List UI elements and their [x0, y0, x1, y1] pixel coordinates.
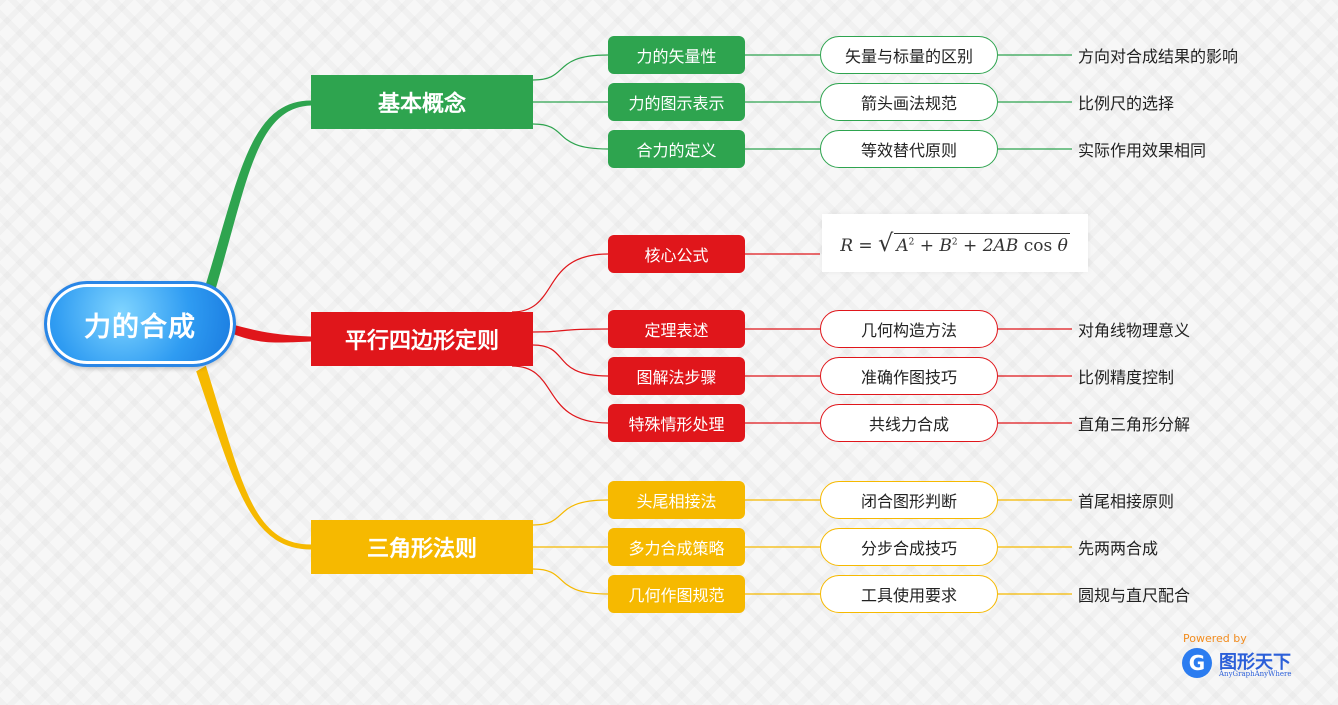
sub-label: 多力合成策略 [628, 539, 725, 558]
leaf-node[interactable]: 闭合图形判断 [820, 481, 998, 519]
root-link [196, 365, 313, 550]
brand-name: 图形天下 [1219, 652, 1291, 673]
branch-triangle-rule[interactable]: 三角形法则 [311, 520, 533, 574]
sub-node[interactable]: 多力合成策略 [608, 528, 745, 566]
branch-label: 三角形法则 [366, 537, 477, 562]
sub-node[interactable]: 定理表述 [608, 310, 745, 348]
leaf-label: 共线力合成 [868, 415, 949, 434]
sub-node[interactable]: 合力的定义 [608, 130, 745, 168]
sub-node[interactable]: 几何作图规范 [608, 575, 745, 613]
leaf-label: 准确作图技巧 [860, 368, 957, 387]
tail-text: 圆规与直尺配合 [1078, 586, 1191, 605]
sub-label: 特殊情形处理 [628, 415, 725, 434]
branch-sub-link [511, 365, 609, 424]
branch-sub-link [511, 253, 609, 313]
leaf-label: 分步合成技巧 [860, 539, 957, 558]
tail-text: 比例尺的选择 [1078, 94, 1175, 113]
formula-box: R = √A2 + B2 + 2AB cos θ [822, 214, 1088, 272]
leaf-node[interactable]: 分步合成技巧 [820, 528, 998, 566]
leaf-label: 箭头画法规范 [860, 94, 957, 113]
branch-parallelogram-rule[interactable]: 平行四边形定则 [311, 312, 533, 366]
tail-text: 直角三角形分解 [1078, 415, 1191, 434]
root-node[interactable]: 力的合成 [44, 281, 236, 367]
tail-text: 方向对合成结果的影响 [1078, 47, 1239, 66]
branch-sub-link [532, 328, 609, 333]
leaf-label: 工具使用要求 [860, 586, 957, 605]
leaf-node[interactable]: 等效替代原则 [820, 130, 998, 168]
root-link [203, 100, 313, 299]
leaf-label: 几何构造方法 [860, 321, 957, 340]
sub-label: 头尾相接法 [636, 492, 717, 511]
branch-sub-link [532, 123, 609, 150]
tail-text: 先两两合成 [1078, 539, 1159, 558]
leaf-node[interactable]: 准确作图技巧 [820, 357, 998, 395]
leaf-node[interactable]: 箭头画法规范 [820, 83, 998, 121]
powered-by-text: Powered by [1183, 632, 1247, 645]
sub-label: 合力的定义 [636, 141, 717, 160]
branch-sub-link [532, 499, 609, 526]
brand-tagline: AnyGraphAnyWhere [1219, 670, 1292, 678]
branch-sub-link [532, 568, 609, 595]
leaf-node[interactable]: 几何构造方法 [820, 310, 998, 348]
sub-label: 定理表述 [644, 321, 709, 340]
root-label: 力的合成 [84, 311, 196, 343]
tail-text: 实际作用效果相同 [1078, 141, 1207, 160]
sub-label: 力的图示表示 [628, 94, 725, 113]
leaf-label: 等效替代原则 [860, 141, 957, 160]
sub-node[interactable]: 特殊情形处理 [608, 404, 745, 442]
leaf-label: 矢量与标量的区别 [844, 47, 973, 66]
tail-text: 对角线物理意义 [1078, 321, 1191, 340]
branch-basic-concepts[interactable]: 基本概念 [311, 75, 533, 129]
leaf-node[interactable]: 共线力合成 [820, 404, 998, 442]
leaf-node[interactable]: 矢量与标量的区别 [820, 36, 998, 74]
brand-logo-icon: G [1182, 648, 1212, 678]
sub-node[interactable]: 力的图示表示 [608, 83, 745, 121]
branch-sub-link [532, 54, 609, 81]
sub-node[interactable]: 核心公式 [608, 235, 745, 273]
sub-node[interactable]: 头尾相接法 [608, 481, 745, 519]
sub-node[interactable]: 力的矢量性 [608, 36, 745, 74]
tail-text: 比例精度控制 [1078, 368, 1175, 387]
leaf-node[interactable]: 工具使用要求 [820, 575, 998, 613]
root-link [230, 324, 313, 343]
branch-sub-link [532, 344, 609, 377]
branch-label: 平行四边形定则 [344, 329, 499, 354]
tail-text: 首尾相接原则 [1078, 492, 1175, 511]
formula-text: R = √A2 + B2 + 2AB cos θ [840, 229, 1070, 257]
sub-label: 核心公式 [644, 246, 709, 265]
sub-label: 图解法步骤 [636, 368, 717, 387]
sub-node[interactable]: 图解法步骤 [608, 357, 745, 395]
sub-label: 几何作图规范 [628, 586, 725, 605]
branch-label: 基本概念 [377, 92, 466, 117]
sub-label: 力的矢量性 [636, 47, 717, 66]
leaf-label: 闭合图形判断 [860, 492, 957, 511]
